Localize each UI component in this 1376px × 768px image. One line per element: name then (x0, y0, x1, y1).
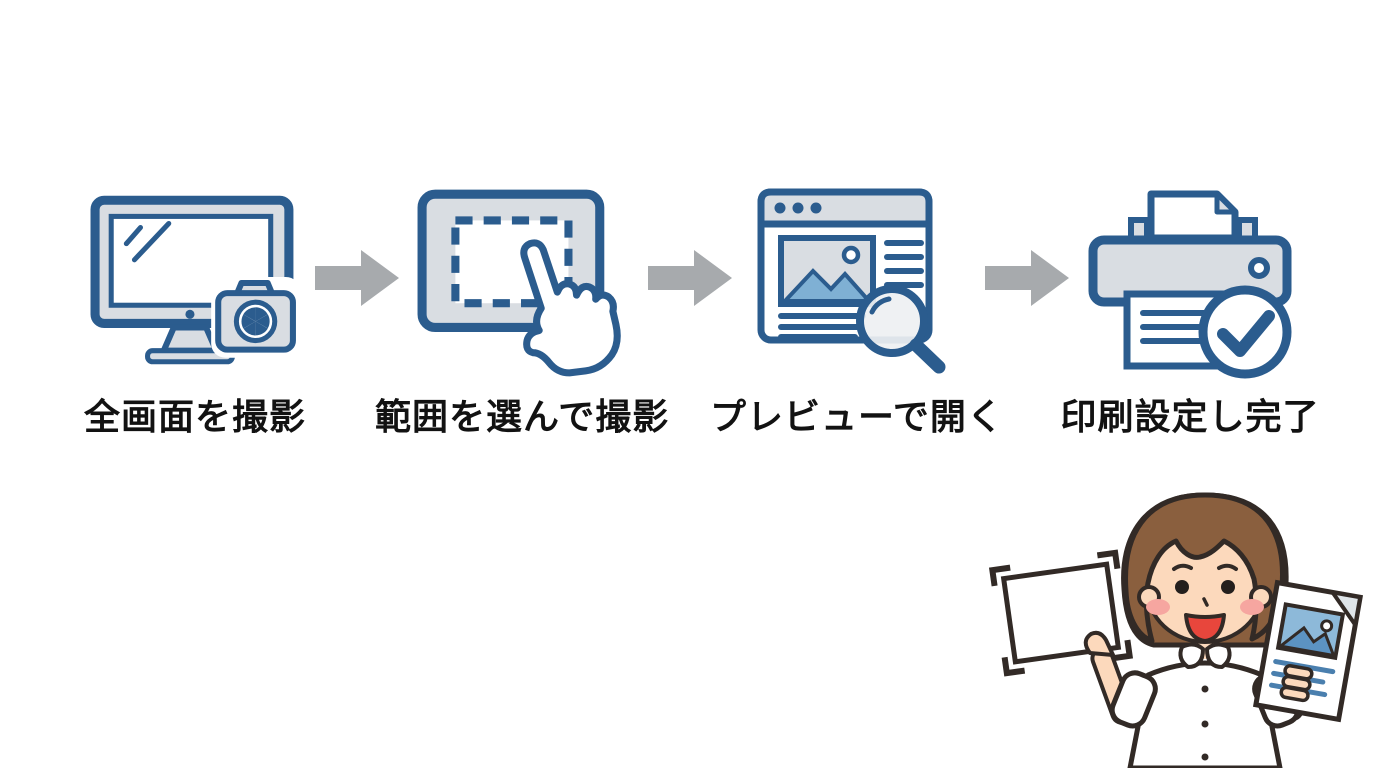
step-capture-region: 範囲を選んで撮影 (375, 178, 670, 440)
step-open-preview: プレビューで開く (710, 178, 1004, 440)
step-capture-fullscreen: 全画面を撮影 (50, 178, 340, 440)
printer-check-icon (1045, 178, 1335, 382)
step-print-complete: 印刷設定し完了 (1045, 178, 1335, 440)
selection-hand-icon (375, 178, 665, 382)
monitor-camera-icon (50, 178, 340, 382)
step-label-print-complete: 印刷設定し完了 (1060, 397, 1320, 438)
step-label-capture-region: 範囲を選んで撮影 (375, 397, 670, 438)
arrow-right-icon (985, 249, 1071, 307)
browser-magnifier-icon (710, 178, 1000, 382)
step-label-open-preview: プレビューで開く (710, 397, 1004, 438)
printed-document (1252, 579, 1364, 723)
arrow-right-icon (648, 249, 734, 307)
woman-holding-screenshot-and-print (986, 483, 1376, 768)
step-label-capture-fullscreen: 全画面を撮影 (83, 397, 306, 438)
arrow-right-icon (315, 249, 401, 307)
